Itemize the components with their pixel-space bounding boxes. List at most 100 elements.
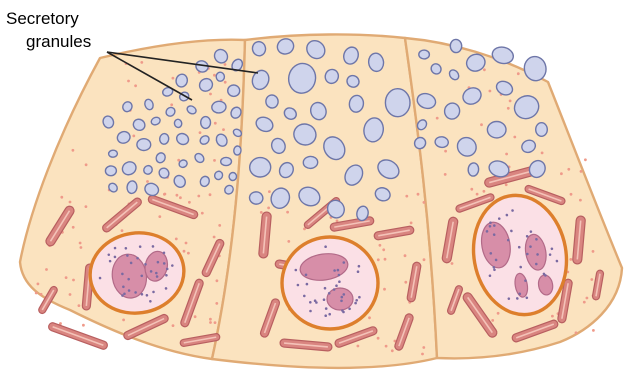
ribosome-dot: [444, 173, 447, 176]
ribosome-dot: [72, 149, 75, 152]
ribosome-dot: [421, 353, 424, 356]
ribosome-dot: [368, 316, 371, 319]
chromatin-dot: [342, 311, 345, 314]
chromatin-dot: [358, 296, 361, 299]
secretory-granule: [468, 162, 480, 176]
ribosome-dot: [134, 84, 137, 87]
ribosome-dot: [260, 211, 263, 214]
chromatin-dot: [328, 313, 331, 316]
secretory-granule: [229, 172, 237, 180]
ribosome-dot: [172, 77, 175, 80]
ribosome-dot: [185, 242, 188, 245]
chromatin-dot: [324, 245, 327, 248]
ribosome-dot: [140, 61, 143, 64]
secretory-granule: [303, 156, 318, 169]
ribosome-dot: [480, 123, 483, 126]
chromatin-dot: [325, 307, 328, 310]
ribosome-dot: [404, 281, 407, 284]
chromatin-dot: [309, 301, 312, 304]
ribosome-dot: [541, 152, 544, 155]
ribosome-dot: [404, 254, 407, 257]
ribosome-dot: [422, 346, 425, 349]
ribosome-dot: [410, 222, 413, 225]
ribosome-dot: [570, 193, 573, 196]
ribosome-dot: [268, 190, 271, 193]
ribosome-dot: [213, 236, 216, 239]
chromatin-dot: [324, 314, 327, 317]
ribosome-dot: [45, 268, 48, 271]
ribosome-dot: [60, 196, 63, 199]
ribosome-dot: [209, 93, 212, 96]
ribosome-dot: [79, 242, 82, 245]
ribosome-dot: [483, 190, 486, 193]
ribosome-dot: [214, 321, 217, 324]
ribosome-dot: [213, 159, 216, 162]
ribosome-dot: [489, 90, 492, 93]
ribosome-dot: [35, 292, 38, 295]
ribosome-dot: [497, 312, 500, 315]
ribosome-dot: [384, 258, 387, 261]
ribosome-dot: [194, 315, 197, 318]
ribosome-dot: [382, 248, 385, 251]
ribosome-dot: [216, 279, 219, 282]
ribosome-dot: [551, 315, 554, 318]
chromatin-dot: [295, 269, 298, 272]
ribosome-dot: [69, 201, 72, 204]
ribosome-dot: [505, 153, 508, 156]
ribosome-dot: [569, 258, 572, 261]
ribosome-dot: [286, 211, 289, 214]
ribosome-dot: [82, 324, 85, 327]
secretory-granule: [419, 50, 430, 59]
ribosome-dot: [85, 163, 88, 166]
chromatin-dot: [343, 261, 346, 264]
ribosome-dot: [209, 318, 212, 321]
nucleus-2: [282, 237, 378, 329]
ribosome-dot: [158, 215, 161, 218]
ribosome-dot: [215, 302, 218, 305]
chromatin-dot: [341, 296, 344, 299]
ribosome-dot: [391, 349, 394, 352]
ribosome-dot: [584, 158, 587, 161]
chromatin-dot: [324, 287, 327, 290]
chromatin-dot: [314, 299, 317, 302]
ribosome-dot: [586, 297, 589, 300]
chromatin-dot: [355, 299, 358, 302]
ribosome-dot: [377, 258, 380, 261]
ribosome-dot: [357, 345, 360, 348]
ribosome-dot: [72, 279, 75, 282]
ribosome-dot: [590, 278, 593, 281]
label-secretory: Secretory: [6, 9, 79, 29]
chromatin-dot: [297, 284, 300, 287]
ribosome-dot: [385, 345, 388, 348]
secretory-granule: [221, 157, 232, 165]
chromatin-dot: [309, 310, 312, 313]
ribosome-dot: [507, 107, 510, 110]
ribosome-dot: [583, 301, 586, 304]
ribosome-dot: [37, 283, 40, 286]
ribosome-dot: [470, 188, 473, 191]
secretory-granule: [265, 94, 279, 108]
chromatin-dot: [306, 283, 309, 286]
ribosome-dot: [483, 68, 486, 71]
secretory-granule: [216, 72, 225, 82]
ribosome-dot: [436, 117, 439, 120]
ribosome-dot: [146, 180, 149, 183]
ribosome-dot: [187, 252, 190, 255]
ribosome-dot: [505, 183, 508, 186]
ribosome-dot: [183, 250, 186, 253]
secretory-granule: [201, 117, 211, 129]
ribosome-dot: [199, 131, 202, 134]
ribosome-dot: [132, 135, 135, 138]
chromatin-dot: [340, 300, 343, 303]
ribosome-dot: [218, 224, 221, 227]
ribosome-dot: [72, 226, 75, 229]
ribosome-dot: [172, 324, 175, 327]
ribosome-dot: [127, 80, 130, 83]
ribosome-dot: [476, 193, 479, 196]
chromatin-dot: [335, 284, 338, 287]
ribosome-dot: [224, 81, 227, 84]
ribosome-dot: [267, 207, 270, 210]
ribosome-dot: [197, 195, 200, 198]
chromatin-dot: [343, 293, 346, 296]
